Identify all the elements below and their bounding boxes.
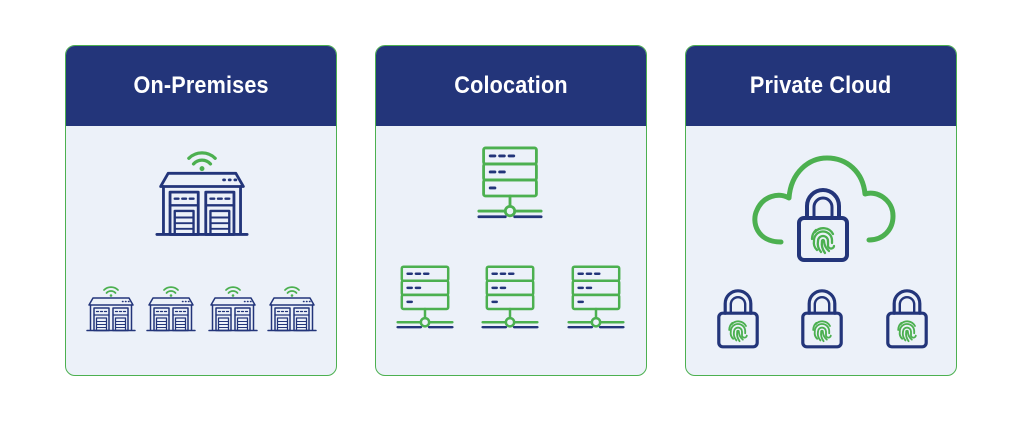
server-rack-icon [567, 264, 625, 339]
card-title: Private Cloud [750, 72, 892, 99]
card-title: On-Premises [133, 72, 269, 99]
card-body [686, 126, 956, 376]
card-body [66, 126, 336, 376]
fingerprint-lock-icon [793, 184, 853, 264]
fingerprint-lock-icon [714, 286, 762, 350]
server-rack-icon [396, 264, 454, 339]
card-title: Colocation [454, 72, 568, 99]
wifi-warehouse-icon [146, 284, 196, 334]
server-rack-icon [481, 264, 539, 339]
card-header: Private Cloud [686, 46, 956, 126]
card-colocation: Colocation [375, 45, 647, 376]
wifi-warehouse-icon [155, 147, 249, 241]
wifi-warehouse-icon [267, 284, 317, 334]
server-rack-icon [477, 145, 543, 230]
wifi-warehouse-icon [208, 284, 258, 334]
wifi-warehouse-icon [86, 284, 136, 334]
card-body [376, 126, 646, 376]
card-on-premises: On-Premises [65, 45, 337, 376]
card-header: On-Premises [66, 46, 336, 126]
card-header: Colocation [376, 46, 646, 126]
cloud-fingerprint-lock-icon [747, 150, 897, 266]
fingerprint-lock-icon [798, 286, 846, 350]
fingerprint-lock-icon [883, 286, 931, 350]
card-private-cloud: Private Cloud [685, 45, 957, 376]
